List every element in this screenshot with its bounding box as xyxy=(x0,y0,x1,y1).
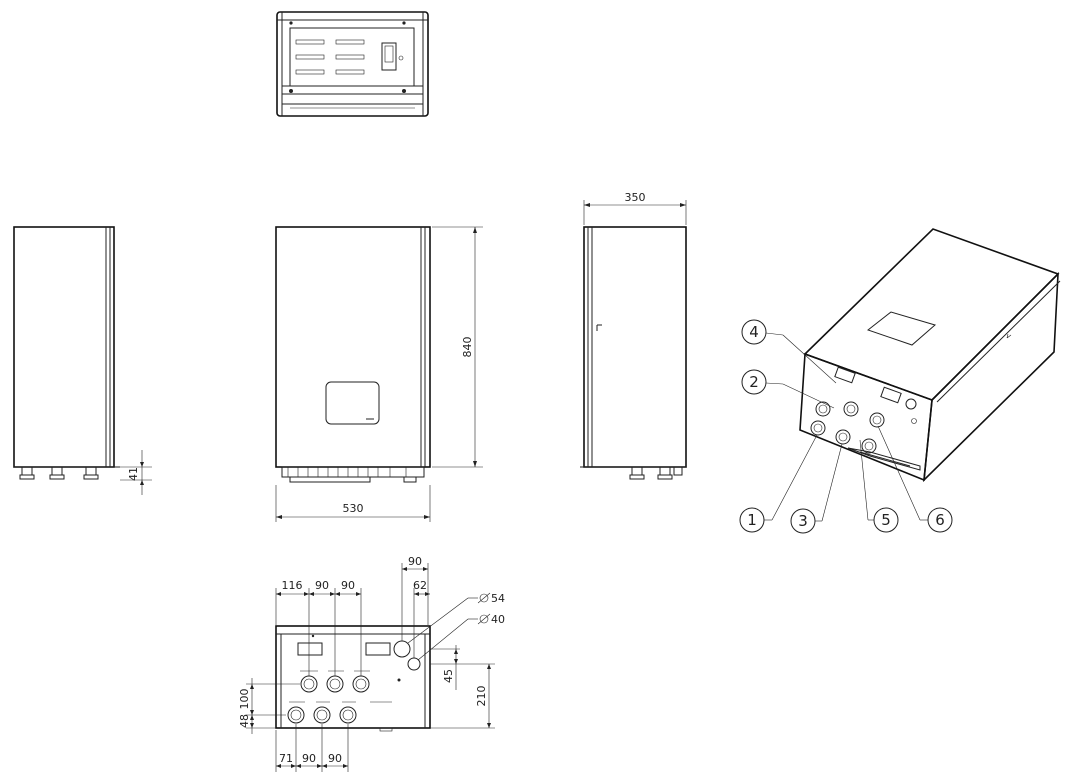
front-view: 840 530 xyxy=(275,226,483,522)
dim-vert-48: 48 xyxy=(238,714,251,728)
svg-text:40: 40 xyxy=(491,613,505,626)
dim-foot-height: 41 xyxy=(127,467,140,481)
front-connectors xyxy=(810,398,917,454)
dim-bottom-spacing-top: 90 xyxy=(408,555,422,568)
right-side-view: 350 xyxy=(580,191,687,480)
callout-6: 6 xyxy=(877,425,953,533)
callout-4: 4 xyxy=(741,319,837,384)
vent-slots xyxy=(295,39,365,75)
callout-3: 3 xyxy=(790,443,843,534)
svg-text:3: 3 xyxy=(798,512,808,530)
callout-1: 1 xyxy=(739,434,818,533)
svg-text:54: 54 xyxy=(491,592,505,605)
svg-text:1: 1 xyxy=(747,511,757,529)
dim-vert-100: 100 xyxy=(238,689,251,710)
dim-bottom-116: 116 xyxy=(282,579,303,592)
dim-width: 530 xyxy=(343,502,364,515)
dim-height: 840 xyxy=(461,337,474,358)
bottom-ports xyxy=(287,675,370,724)
svg-text:6: 6 xyxy=(935,511,945,529)
left-side-view: 41 xyxy=(13,226,152,495)
dim-vert-45: 45 xyxy=(442,669,455,683)
dim-bottom-lower-90b: 90 xyxy=(328,752,342,765)
dim-bottom-62: 62 xyxy=(413,579,427,592)
diameter-icon xyxy=(477,613,491,625)
svg-text:2: 2 xyxy=(749,373,759,391)
display-window xyxy=(325,381,380,425)
bottom-view: 116 90 90 90 62 54 xyxy=(238,555,505,772)
dim-bottom-71: 71 xyxy=(279,752,293,765)
dim-bottom-lower-90a: 90 xyxy=(302,752,316,765)
hole-callout-54: 54 xyxy=(407,592,505,644)
callout-2: 2 xyxy=(741,369,835,409)
svg-text:4: 4 xyxy=(749,323,759,341)
top-view xyxy=(276,11,429,117)
dim-bottom-90b: 90 xyxy=(341,579,355,592)
dim-vert-210: 210 xyxy=(475,686,488,707)
diameter-icon xyxy=(477,592,491,604)
isometric-view: 4 2 1 3 5 6 xyxy=(739,228,1061,534)
callout-5: 5 xyxy=(859,439,899,533)
svg-text:5: 5 xyxy=(881,511,891,529)
hole-callout-40: 40 xyxy=(417,613,505,661)
dim-bottom-90a: 90 xyxy=(315,579,329,592)
dim-depth: 350 xyxy=(625,191,646,204)
